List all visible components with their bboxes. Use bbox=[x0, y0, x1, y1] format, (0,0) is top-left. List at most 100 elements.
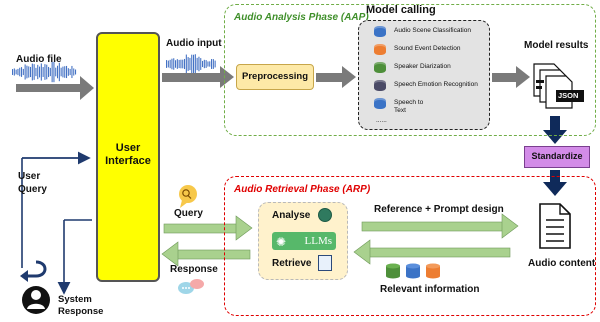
waveform-bar bbox=[60, 67, 62, 77]
waveform-bar bbox=[209, 61, 211, 67]
waveform-bar bbox=[24, 64, 26, 80]
arrow-audio-file-to-ui bbox=[16, 76, 94, 100]
model-database-icon bbox=[374, 26, 386, 37]
waveform-bar bbox=[12, 69, 14, 75]
waveform-bar bbox=[37, 64, 39, 80]
waveform-bar bbox=[184, 58, 186, 70]
database-icon bbox=[386, 263, 440, 279]
waveform-bar bbox=[180, 59, 182, 69]
query-label: Query bbox=[174, 208, 203, 219]
search-icon bbox=[318, 208, 332, 222]
aap-panel bbox=[224, 4, 596, 136]
waveform-bar bbox=[211, 59, 213, 69]
waveform-bar bbox=[205, 60, 207, 68]
waveform-bar bbox=[17, 68, 19, 76]
waveform-bar bbox=[19, 67, 21, 77]
model-database-icon bbox=[374, 62, 386, 73]
waveform-bar bbox=[176, 59, 178, 69]
preprocessing-box: Preprocessing bbox=[236, 64, 314, 90]
model-database-icon bbox=[374, 98, 386, 109]
aap-title: Audio Analysis Phase (AAP) bbox=[234, 12, 369, 23]
response-label: Response bbox=[170, 264, 218, 275]
user-interface-label: User Interface bbox=[105, 142, 151, 167]
waveform-bar bbox=[39, 66, 41, 78]
waveform-bar bbox=[28, 66, 30, 78]
waveform-bar bbox=[207, 61, 209, 67]
reference-prompt-label: Reference + Prompt design bbox=[374, 204, 504, 215]
waveform-bar bbox=[57, 65, 59, 79]
waveform-bar bbox=[35, 67, 37, 77]
model-item-label: Audio Scene Classification bbox=[394, 27, 471, 34]
waveform-bar bbox=[40, 63, 42, 81]
waveform-bar bbox=[166, 60, 168, 68]
waveform-bar bbox=[185, 54, 187, 74]
llms-box: ✺ LLMs bbox=[272, 232, 336, 250]
waveform-bar bbox=[171, 58, 173, 70]
model-item-label: ...... bbox=[376, 117, 387, 124]
response-bubble-icon bbox=[178, 279, 204, 294]
waveform-bar bbox=[178, 59, 180, 69]
waveform-bar bbox=[55, 67, 57, 77]
audio-content-label: Audio content bbox=[528, 258, 596, 269]
waveform-bar bbox=[189, 57, 191, 71]
arrow-content-to-llm bbox=[353, 239, 511, 265]
waveform-bar bbox=[73, 68, 75, 76]
arrow-llm-to-content bbox=[361, 213, 519, 239]
document-icon bbox=[539, 203, 571, 249]
model-item-label-line2: Text bbox=[394, 107, 406, 114]
json-label: JSON bbox=[558, 91, 579, 100]
retrieve-label: Retrieve bbox=[272, 258, 312, 269]
user-interface-box bbox=[96, 32, 160, 282]
waveform-bar bbox=[64, 66, 66, 78]
arrow-query-to-llm bbox=[163, 215, 253, 241]
waveform-bar bbox=[187, 57, 189, 71]
waveform-bar bbox=[13, 68, 15, 76]
query-bubble-icon bbox=[179, 185, 197, 208]
waveform-bar bbox=[46, 64, 48, 80]
waveform-bar bbox=[173, 58, 175, 70]
arrow-system-response bbox=[57, 219, 92, 295]
audio-file-label: Audio file bbox=[16, 54, 62, 65]
waveform-bar bbox=[202, 60, 204, 68]
arrow-results-to-standardize bbox=[543, 116, 567, 144]
model-item-label: Speaker Diarization bbox=[394, 63, 451, 70]
user-query-label: User Query bbox=[18, 171, 47, 195]
model-calling-label: Model calling bbox=[366, 4, 436, 16]
audio-input-label: Audio input bbox=[166, 38, 222, 49]
arrow-models-to-results bbox=[492, 66, 530, 88]
retrieve-icon bbox=[318, 255, 332, 271]
arp-title: Audio Retrieval Phase (ARP) bbox=[234, 184, 371, 195]
arrow-standardize-to-content bbox=[543, 170, 567, 196]
waveform-bar bbox=[69, 68, 71, 76]
waveform-bar bbox=[26, 65, 28, 79]
waveform-bar bbox=[33, 64, 35, 80]
waveform-bar bbox=[167, 60, 169, 68]
waveform-bar bbox=[15, 69, 17, 75]
waveform-bar bbox=[214, 60, 216, 68]
waveform-bar bbox=[21, 67, 23, 77]
model-calling-box bbox=[358, 20, 490, 130]
waveform-bar bbox=[196, 57, 198, 71]
json-stack-icon bbox=[533, 63, 584, 109]
waveform-bar bbox=[203, 59, 205, 69]
audio-input-waveform-icon bbox=[166, 54, 216, 74]
model-results-label: Model results bbox=[524, 40, 589, 51]
waveform-bar bbox=[42, 67, 44, 77]
waveform-bar bbox=[71, 65, 73, 79]
waveform-bar bbox=[75, 69, 77, 75]
waveform-bar bbox=[198, 56, 200, 72]
arrow-preprocessing-to-models bbox=[316, 66, 356, 88]
waveform-bar bbox=[49, 67, 51, 77]
waveform-bar bbox=[51, 61, 53, 83]
waveform-bar bbox=[194, 54, 196, 74]
arrow-user-query bbox=[21, 151, 91, 268]
model-database-icon bbox=[374, 44, 386, 55]
waveform-bar bbox=[212, 59, 214, 69]
waveform-bar bbox=[182, 59, 184, 69]
model-item-label: Speech Emotion Recognition bbox=[394, 81, 478, 88]
waveform-bar bbox=[169, 59, 171, 69]
arp-panel bbox=[224, 176, 596, 316]
arrow-ui-to-preprocessing bbox=[162, 66, 234, 88]
waveform-bar bbox=[53, 61, 55, 83]
system-response-label: System Response bbox=[58, 294, 104, 317]
